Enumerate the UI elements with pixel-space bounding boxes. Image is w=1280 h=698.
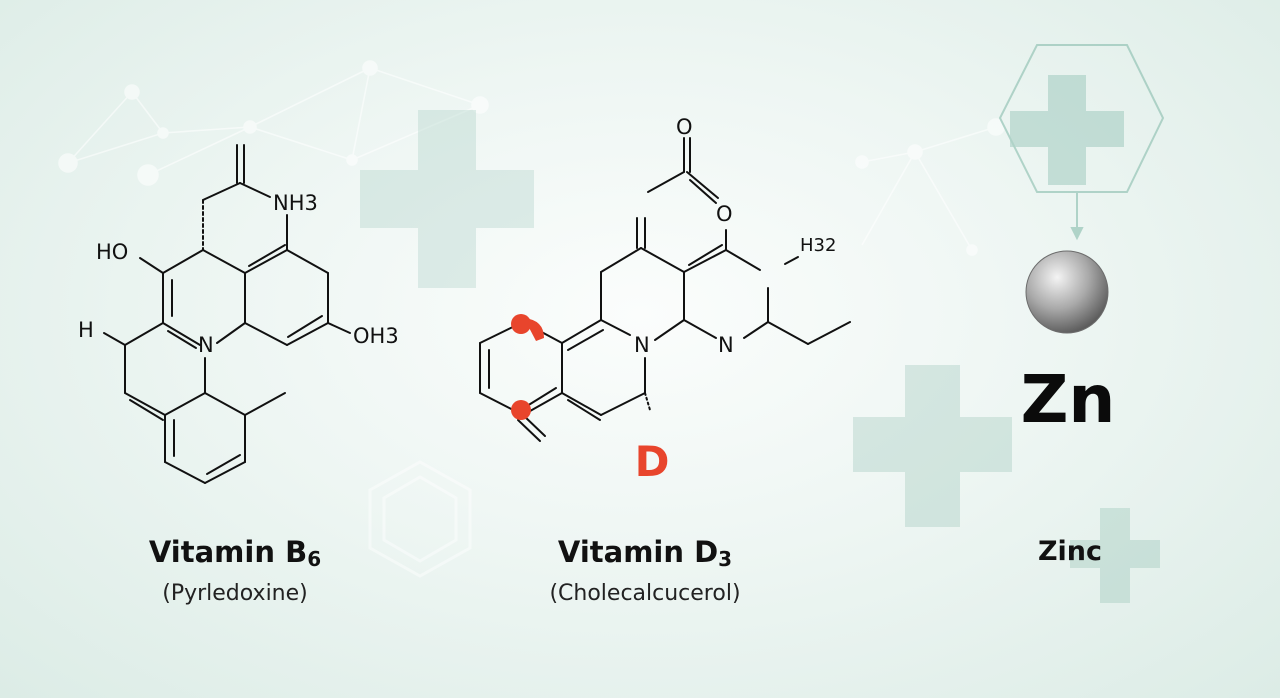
- d3-atom-n2: N: [718, 333, 734, 357]
- b6-atom-ho: HO: [96, 240, 128, 264]
- vitamin-b6-common-name: (Pyrledoxine): [162, 581, 308, 606]
- vitamin-d3-common-name: (Cholecalcucerol): [549, 581, 741, 606]
- vitamin-d3-name: Vitamin D3: [557, 535, 733, 571]
- b6-atom-nh3: NH3: [273, 191, 318, 215]
- zinc-symbol: Zn: [1020, 361, 1116, 438]
- b6-atom-n: N: [198, 333, 214, 357]
- zinc-sphere-icon: [1025, 250, 1109, 334]
- background-decoration: [58, 44, 1165, 603]
- hexagon-icon: [998, 44, 1165, 241]
- hexagon-icon: [368, 460, 472, 578]
- plus-cross-icon: [360, 75, 1160, 603]
- vitamin-b6-label: Vitamin B6 (Pyrledoxine): [100, 535, 370, 608]
- vitamin-b6-atoms: HO H NH3 N OH3: [78, 191, 399, 357]
- vitamin-d3-label: Vitamin D3 (Cholecalcucerol): [500, 535, 790, 608]
- b6-atom-h: H: [78, 318, 94, 342]
- vitamin-b6-structure: [103, 144, 351, 484]
- vitamin-d3-highlight: [511, 314, 544, 420]
- d3-highlight-atom-bottom: [511, 400, 531, 420]
- d3-atom-n1: N: [634, 333, 650, 357]
- b6-atom-oh3: OH3: [353, 324, 399, 348]
- d3-highlight-wedge: [524, 318, 544, 341]
- vitamin-b6-name: Vitamin B6: [148, 535, 322, 571]
- d3-d-mark: D: [635, 437, 670, 486]
- d3-atom-o-top: O: [676, 115, 693, 139]
- d3-atom-h32: H32: [800, 235, 836, 256]
- zinc-name: Zinc: [1037, 536, 1103, 567]
- d3-atom-o-mid: O: [716, 202, 733, 226]
- vitamin-d3-atoms: O O H32 N N D: [634, 115, 836, 486]
- molecule-network-icon: [58, 60, 489, 186]
- molecule-network-icon: [855, 118, 1005, 256]
- vitamin-d3-structure: [479, 137, 851, 442]
- zinc-label: Zinc: [1000, 535, 1140, 569]
